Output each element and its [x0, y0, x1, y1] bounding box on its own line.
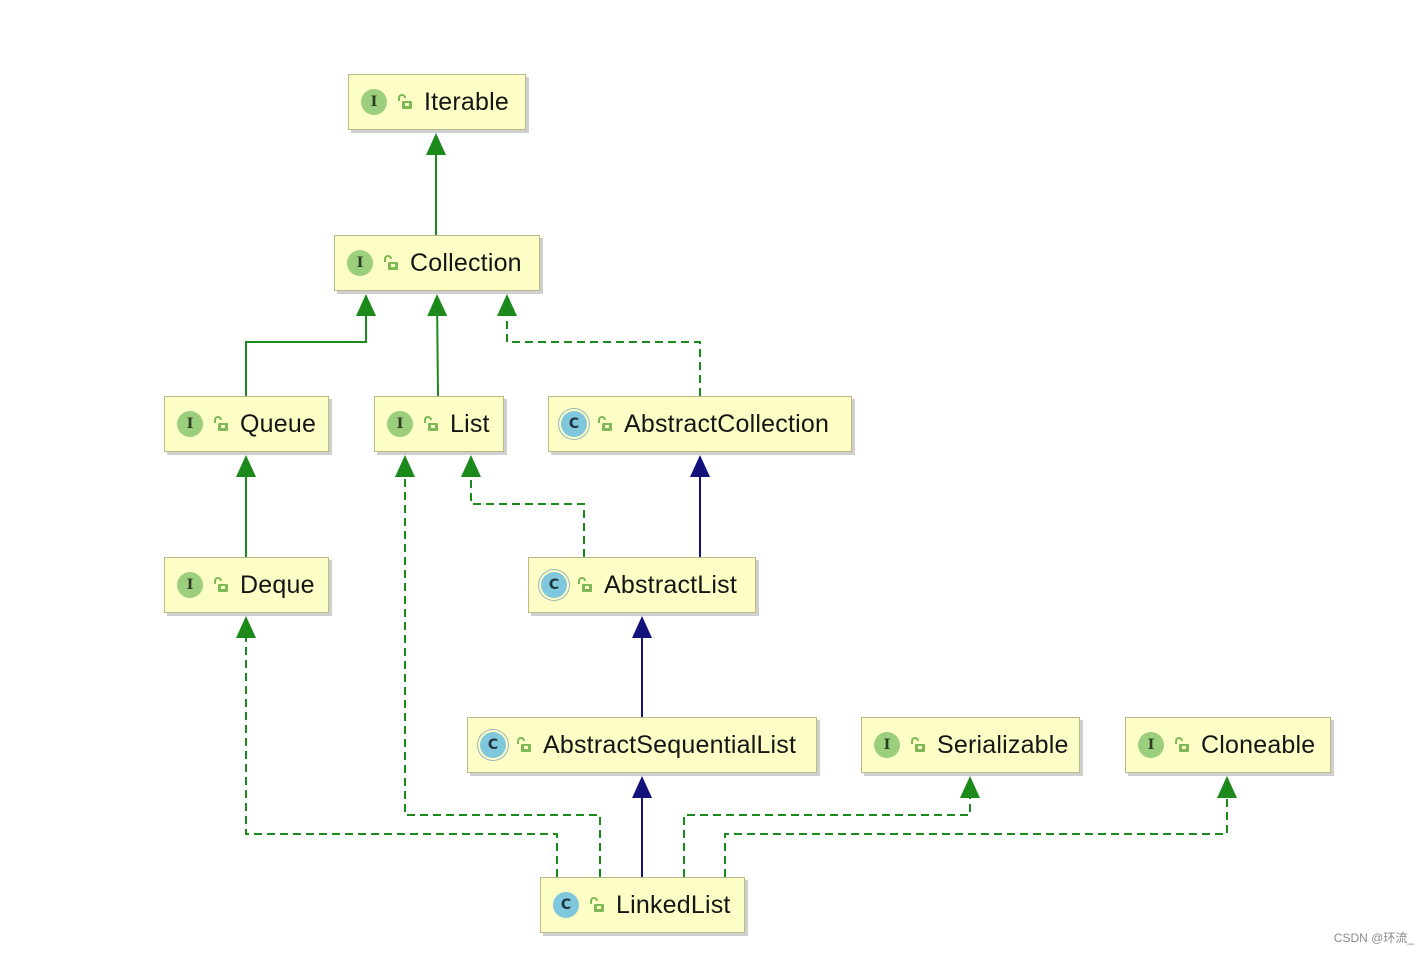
node-label: LinkedList	[616, 890, 731, 919]
node-abstract-sequential-list[interactable]: C AbstractSequentialList	[467, 717, 817, 773]
interface-badge-icon: I	[387, 411, 413, 437]
watermark: CSDN @环流_	[1333, 931, 1414, 945]
abstract-class-badge-icon: C	[541, 572, 567, 598]
edge-collection-to-iterable	[426, 133, 446, 235]
edge-line	[404, 477, 601, 877]
unlocked-padlock-icon	[590, 897, 604, 912]
node-label: Collection	[410, 248, 522, 277]
edge-line	[470, 477, 585, 557]
unlocked-padlock-icon	[578, 577, 592, 592]
node-deque[interactable]: I Deque	[164, 557, 329, 613]
edge-arrowhead	[236, 455, 256, 477]
edge-arrowhead	[960, 776, 980, 798]
node-list[interactable]: I List	[374, 396, 504, 452]
edge-arrowhead	[356, 294, 376, 316]
interface-badge-icon: I	[361, 89, 387, 115]
node-label: Iterable	[424, 87, 509, 116]
node-abstract-collection[interactable]: C AbstractCollection	[548, 396, 852, 452]
node-label: Cloneable	[1201, 730, 1316, 759]
node-iterable[interactable]: I Iterable	[348, 74, 526, 130]
edge-abstract-collection-to-collection	[497, 294, 701, 396]
unlocked-padlock-icon	[911, 737, 925, 752]
abstract-class-badge-icon: C	[480, 732, 506, 758]
node-label: AbstractCollection	[624, 409, 830, 438]
interface-badge-icon: I	[177, 572, 203, 598]
edge-arrowhead	[632, 776, 652, 798]
node-label: List	[450, 409, 490, 438]
node-linked-list[interactable]: C LinkedList	[540, 877, 745, 933]
edge-arrowhead	[426, 133, 446, 155]
edge-arrowhead	[461, 455, 481, 477]
edge-arrowhead	[497, 294, 517, 316]
edge-arrowhead	[1217, 776, 1237, 798]
edge-linked-list-to-cloneable	[724, 776, 1237, 877]
unlocked-padlock-icon	[598, 416, 612, 431]
node-label: Queue	[240, 409, 317, 438]
edge-line	[506, 316, 701, 396]
unlocked-padlock-icon	[1175, 737, 1189, 752]
edge-line	[683, 798, 971, 877]
edge-abstract-sequential-list-to-abstract-list	[632, 616, 652, 717]
edge-line	[436, 315, 439, 397]
node-queue[interactable]: I Queue	[164, 396, 329, 452]
edge-line	[724, 798, 1228, 877]
abstract-class-badge-icon: C	[561, 411, 587, 437]
edge-list-to-collection	[427, 294, 448, 397]
interface-badge-icon: I	[347, 250, 373, 276]
class-badge-icon: C	[553, 892, 579, 918]
edge-line	[245, 316, 367, 396]
node-collection[interactable]: I Collection	[334, 235, 540, 291]
edge-deque-to-queue	[236, 455, 256, 557]
unlocked-padlock-icon	[424, 416, 438, 431]
node-label: Deque	[240, 570, 315, 599]
edge-arrowhead	[236, 616, 256, 638]
unlocked-padlock-icon	[384, 255, 398, 270]
interface-badge-icon: I	[874, 732, 900, 758]
edge-abstract-list-to-list	[461, 455, 585, 557]
node-label: AbstractList	[604, 570, 738, 599]
unlocked-padlock-icon	[517, 737, 531, 752]
edge-arrowhead	[427, 294, 448, 317]
edge-linked-list-to-list	[395, 455, 601, 877]
node-serializable[interactable]: I Serializable	[861, 717, 1080, 773]
edge-arrowhead	[632, 616, 652, 638]
interface-badge-icon: I	[1138, 732, 1164, 758]
edge-queue-to-collection	[245, 294, 376, 396]
node-cloneable[interactable]: I Cloneable	[1125, 717, 1331, 773]
node-label: AbstractSequentialList	[543, 730, 797, 759]
unlocked-padlock-icon	[214, 577, 228, 592]
node-abstract-list[interactable]: C AbstractList	[528, 557, 756, 613]
unlocked-padlock-icon	[398, 94, 412, 109]
edge-line	[245, 638, 558, 877]
unlocked-padlock-icon	[214, 416, 228, 431]
edge-linked-list-to-serializable	[683, 776, 980, 877]
edge-abstract-list-to-abstract-collection	[690, 455, 710, 557]
interface-badge-icon: I	[177, 411, 203, 437]
edge-linked-list-to-abstract-sequential-list	[632, 776, 652, 877]
edge-arrowhead	[395, 455, 415, 477]
edge-arrowhead	[690, 455, 710, 477]
node-label: Serializable	[937, 730, 1069, 759]
edge-linked-list-to-deque	[236, 616, 558, 877]
